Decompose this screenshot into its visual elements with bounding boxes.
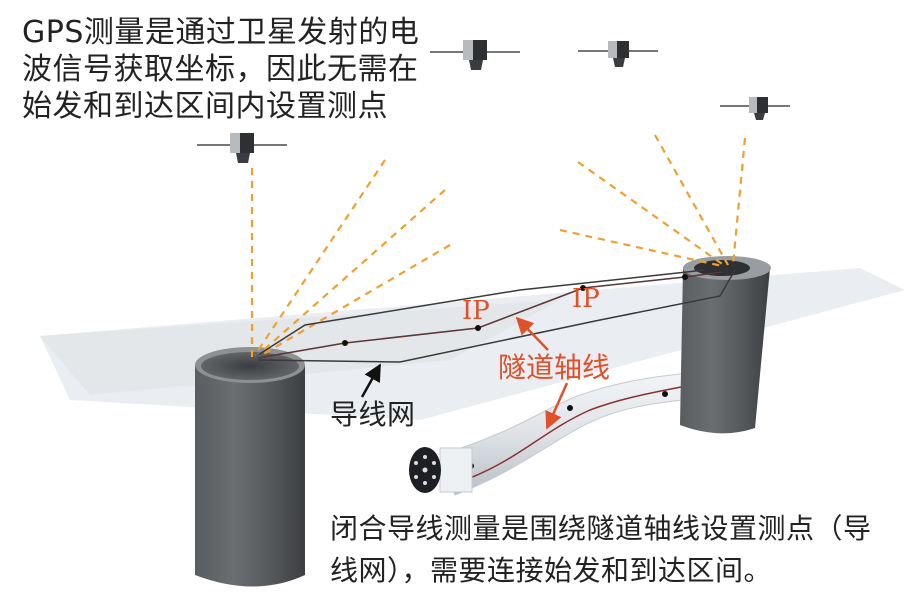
gps-note-line: 波信号获取坐标，因此无需在	[22, 52, 419, 87]
traverse-network-label: 导线网	[330, 398, 416, 431]
survey-point	[342, 340, 348, 346]
ip-label: IP	[462, 296, 490, 326]
satellite-icon	[430, 40, 520, 70]
gps-signals-left	[250, 159, 451, 357]
tunnel-axis-arrow-down	[545, 382, 569, 430]
tbm-cutter-head	[409, 447, 473, 493]
satellite-icon	[578, 41, 658, 67]
traverse-network-arrow	[360, 363, 382, 398]
gps-signals-right	[559, 134, 747, 268]
survey-point	[580, 285, 586, 291]
gps-note-line: GPS测量是通过卫星发射的电	[22, 15, 420, 50]
traverse-note-line: 线网），需要连接始发和到达区间。	[330, 554, 773, 587]
satellite-icon	[197, 133, 287, 163]
satellite-icon	[720, 97, 790, 120]
tunnel-axis-label: 隧道轴线	[498, 351, 611, 384]
traverse-note: 闭合导线测量是围绕隧道轴线设置测点（导 线网），需要连接始发和到达区间。	[330, 508, 872, 592]
traverse-note-line: 闭合导线测量是围绕隧道轴线设置测点（导	[330, 512, 872, 545]
tunnel-axis-arrow-up	[515, 316, 549, 351]
departure-shaft	[195, 347, 305, 587]
survey-point	[567, 405, 573, 411]
ip-label: IP	[572, 284, 600, 314]
tunnel-axis-line	[469, 381, 706, 479]
tunnel-boring-segment	[409, 371, 706, 496]
arrival-shaft	[680, 256, 771, 434]
survey-point	[475, 325, 481, 331]
traverse-axis-highlight	[257, 271, 723, 359]
survey-point	[662, 391, 668, 397]
gps-note-line: 始发和到达区间内设置测点	[22, 89, 388, 124]
ground-plane-shade	[40, 300, 560, 395]
survey-point	[682, 274, 688, 280]
gps-note: GPS测量是通过卫星发射的电 波信号获取坐标，因此无需在 始发和到达区间内设置测…	[22, 14, 419, 125]
